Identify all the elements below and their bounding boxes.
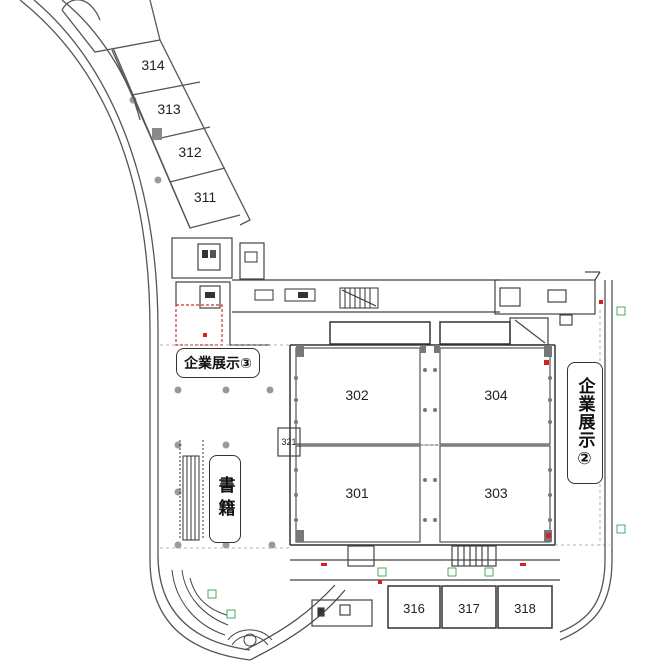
room-314-label: 314 [141,57,165,73]
column-block [152,128,162,140]
halls [295,347,551,543]
books-area-label: 書籍 [209,455,241,543]
outer-curve-walls [19,0,251,661]
book-shelves [179,440,204,541]
right-exterior-wall [559,280,613,641]
room-313-label: 313 [157,101,181,117]
south-rooms [387,585,553,629]
room-316-label: 316 [403,601,425,616]
hall-partition-marks [294,368,552,522]
wing-311-314 [61,0,251,229]
spiral-stairs [171,569,273,647]
room-321-label: 321 [281,437,296,447]
corporate-exhibit-2-label: 企業展示② [567,362,603,484]
south-corridor [244,545,560,661]
exit-signs [207,306,626,619]
columns [129,96,276,549]
fire-markers [203,300,603,584]
room-318-label: 318 [514,601,536,616]
room-312-label: 312 [178,144,202,160]
room-321 [277,427,301,457]
dashed-zone-boundaries [160,310,610,549]
room-301-label: 301 [345,485,369,501]
toilet-icons-west [202,250,316,302]
room-311-label: 311 [194,189,217,205]
service-core-west [171,237,500,346]
corporate-exhibit-3-label: 企業展示③ [176,348,260,378]
room-303-label: 303 [484,485,508,501]
hall-outer-walls [289,321,556,546]
stairs-north [339,287,379,309]
room-317-label: 317 [458,601,480,616]
room-304-label: 304 [484,387,508,403]
room-302-label: 302 [345,387,369,403]
